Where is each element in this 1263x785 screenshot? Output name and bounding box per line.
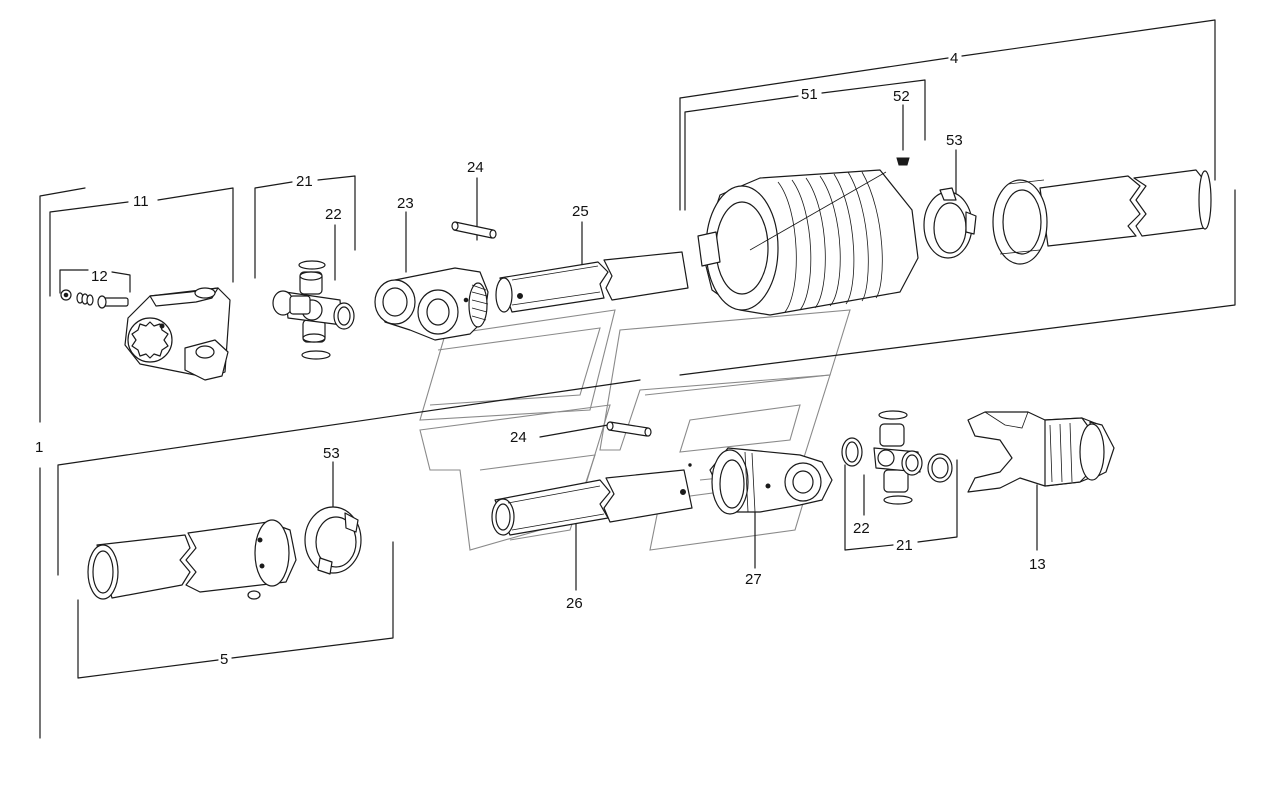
roll-pin-top — [451, 221, 497, 239]
callout-24-top: 24 — [467, 159, 484, 176]
cross-journal-bottom — [841, 410, 953, 505]
callout-22-bottom: 22 — [853, 520, 870, 537]
outer-profile-tube — [491, 469, 693, 536]
callout-23: 23 — [397, 195, 414, 212]
callout-26: 26 — [566, 595, 583, 612]
callout-53-top: 53 — [946, 132, 963, 149]
callout-25: 25 — [572, 203, 589, 220]
outer-yoke — [688, 447, 833, 515]
callout-21-bottom: 21 — [896, 537, 913, 554]
callout-51: 51 — [801, 86, 818, 103]
inner-profile-tube — [495, 251, 689, 313]
bracket-lines — [39, 19, 1236, 739]
callout-11: 11 — [133, 193, 149, 210]
callout-24-bottom: 24 — [510, 429, 527, 446]
callout-13: 13 — [1029, 556, 1046, 573]
callout-4: 4 — [950, 50, 958, 67]
outer-guard-tube-bottom — [87, 519, 297, 600]
callout-52: 52 — [893, 88, 910, 105]
callout-5: 5 — [220, 651, 228, 668]
roll-pin-bottom — [606, 421, 652, 437]
guard-cone — [697, 169, 919, 316]
bearing-ring-top — [923, 187, 977, 259]
callout-22-top: 22 — [325, 206, 342, 223]
guard-screw — [896, 157, 910, 166]
inner-yoke — [374, 267, 489, 341]
splined-yoke — [124, 287, 231, 381]
callout-12: 12 — [91, 268, 108, 285]
cross-journal-top — [272, 260, 355, 360]
clamp-bolt-set — [60, 289, 129, 309]
callout-21-top: 21 — [296, 173, 313, 190]
callout-1: 1 — [35, 439, 43, 456]
bearing-ring-bottom — [304, 506, 362, 575]
callout-27: 27 — [745, 571, 762, 588]
callout-labels: 1 4 5 11 12 13 21 21 22 22 23 24 24 25 2… — [35, 50, 1046, 668]
callout-53-bottom: 53 — [323, 445, 340, 462]
outer-guard-tube-top — [992, 169, 1212, 265]
clutch-yoke — [967, 411, 1115, 493]
